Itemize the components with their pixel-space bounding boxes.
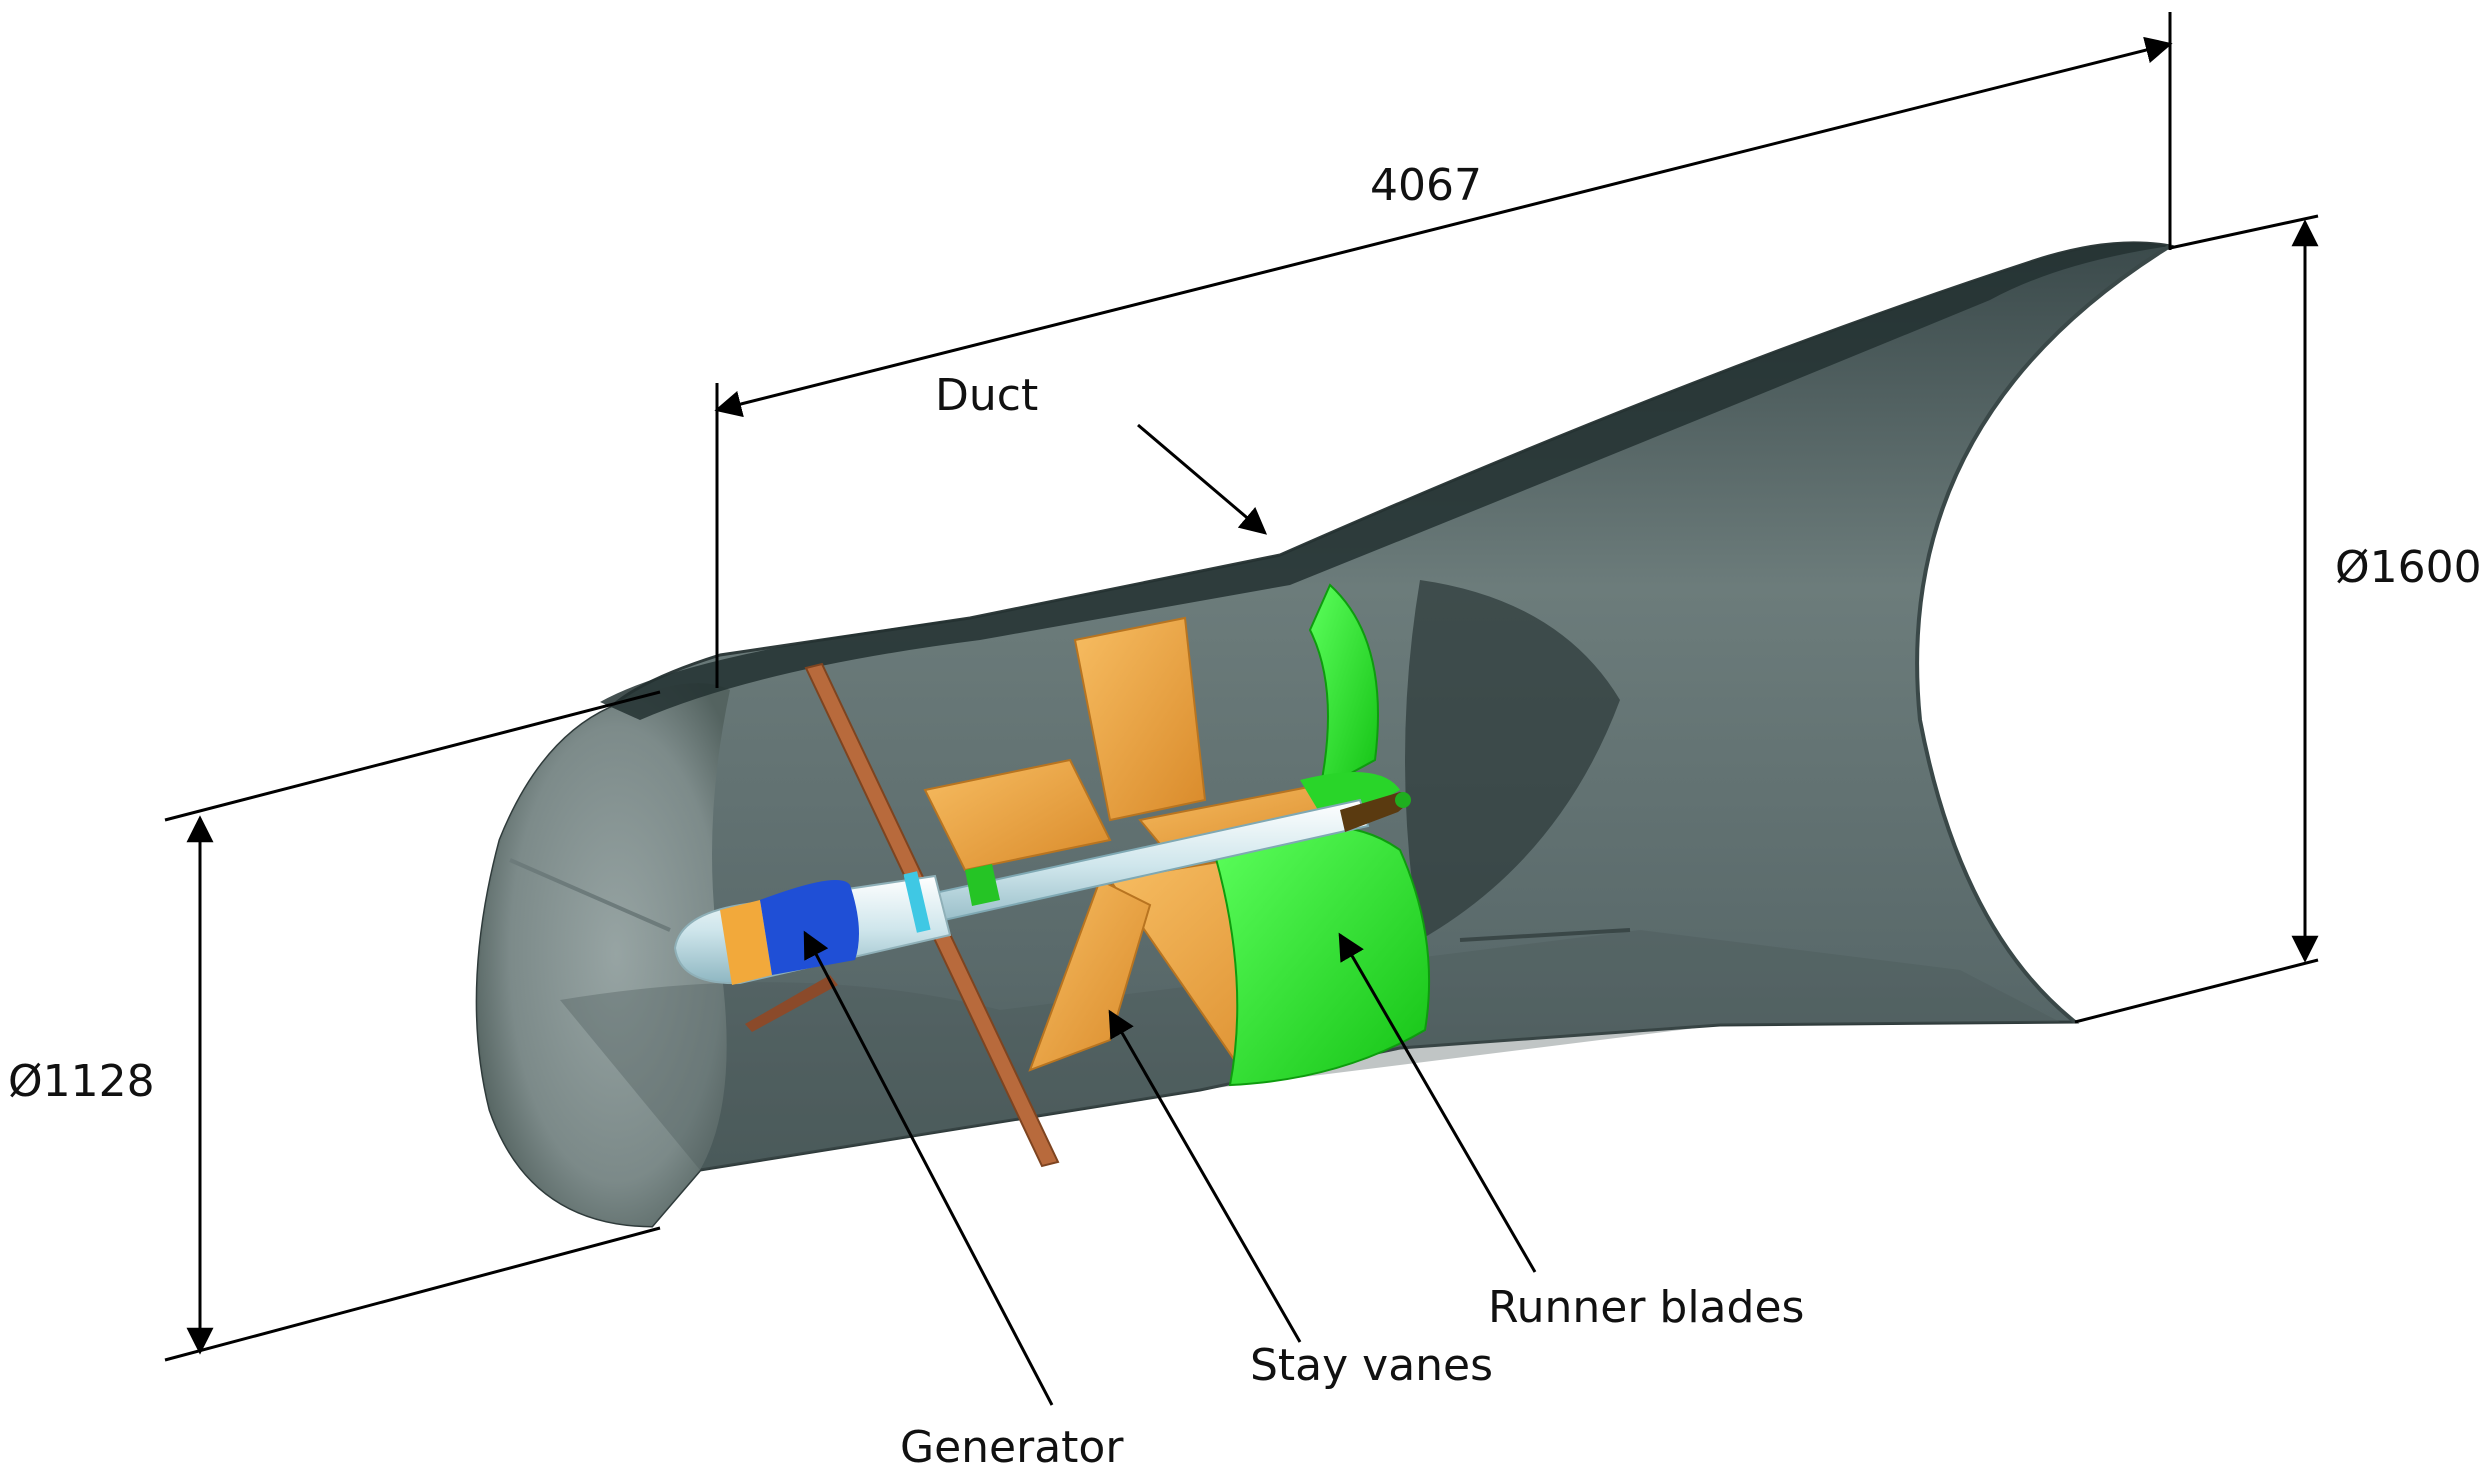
generator-orange-band [720,900,772,985]
stay-vane-top [1073,616,1207,822]
callouts: Duct Generator Stay vanes Runner blades [803,370,1804,1473]
leader-generator [803,930,1054,1406]
label-stay-vanes: Stay vanes [1250,1340,1493,1391]
generator-blue-band [760,880,859,975]
dim-length-label: 4067 [1370,160,1482,211]
label-runner-blades: Runner blades [1488,1282,1804,1333]
stay-vane-left [923,758,1112,872]
runner-blades [1213,583,1431,1087]
generator-assembly [673,792,1411,985]
dim-extension-inlet-bottom [164,1226,661,1362]
dimensions: 4067 Ø1128 Ø1600 [8,12,2482,1362]
dim-extension-outlet-bottom [2074,958,2319,1024]
leader-runner-blades [1338,932,1537,1273]
nose-cone [1340,792,1410,832]
dim-extension-inlet-top [164,690,661,822]
strut-lower-arm [745,975,838,1032]
leader-stay-vanes [1108,1009,1302,1343]
shaft-green-collar [965,864,1000,906]
guide-rib-lower [1459,928,1631,942]
dim-outlet-label: Ø1600 [2335,542,2482,593]
leader-duct [1137,423,1268,535]
label-generator: Generator [900,1422,1124,1473]
dim-inlet-label: Ø1128 [8,1056,155,1107]
duct [475,241,2175,1228]
dim-length-line [714,36,2173,418]
dim-extension-outlet-top [2169,214,2319,250]
duct-outlet-opening [1917,246,2170,1022]
nose-tip [1395,792,1411,808]
duct-interior-shadow [1405,580,1620,940]
duct-inlet-interior [477,683,730,1226]
label-duct: Duct [935,370,1038,421]
guide-rib-upper [509,858,671,932]
stay-vane-bottom [1028,878,1152,1072]
generator-cyan-ring [903,871,931,933]
